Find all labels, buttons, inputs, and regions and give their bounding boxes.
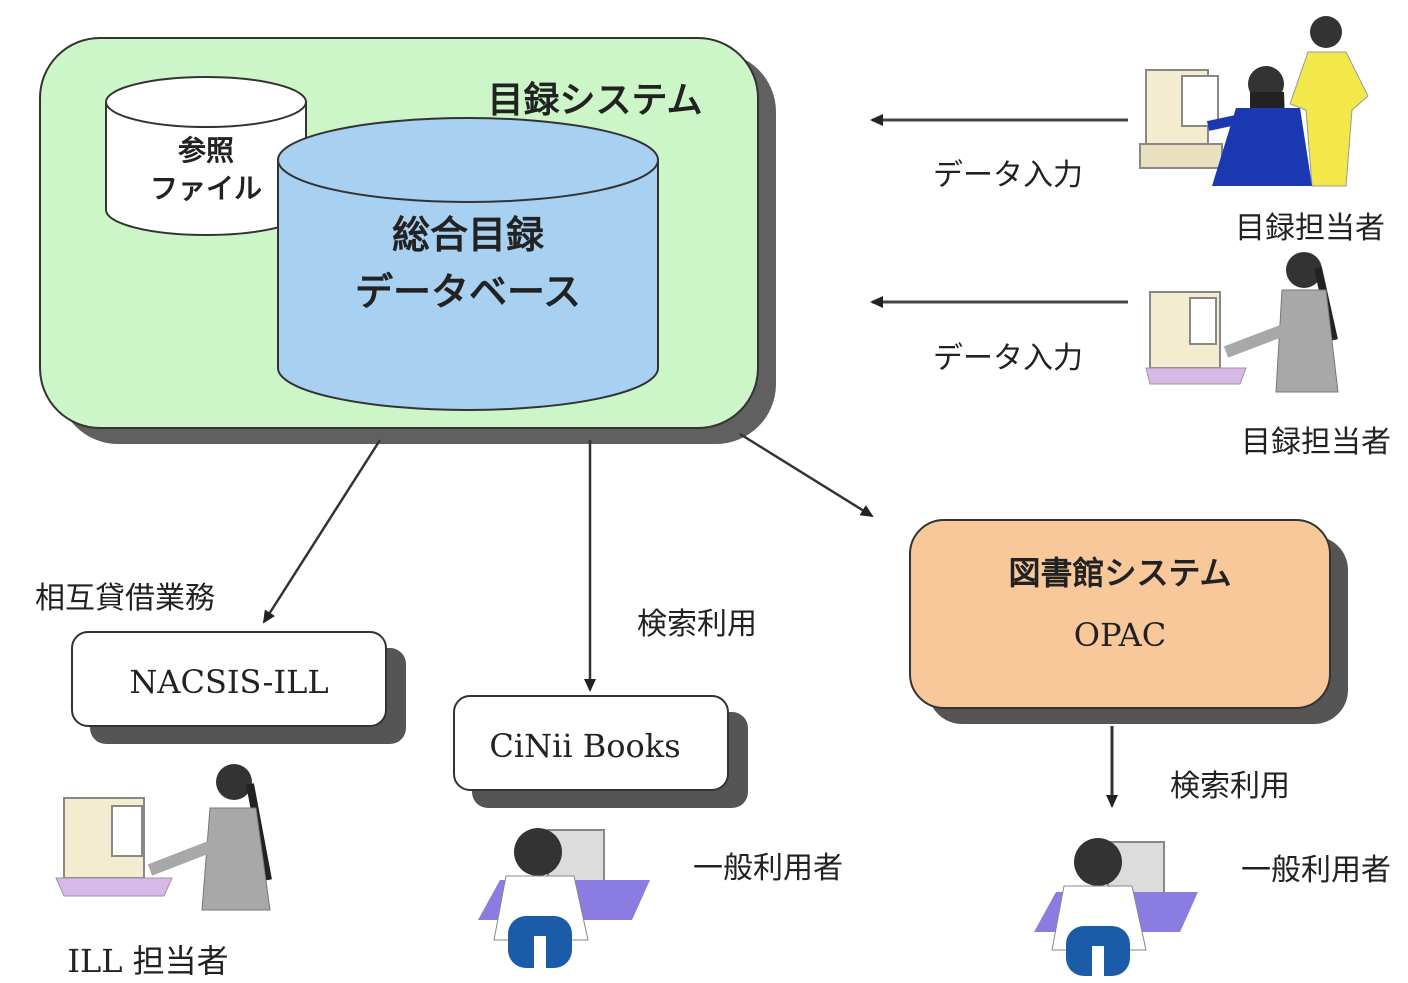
- reference-file-label-1: 参照: [178, 134, 234, 167]
- data-input-label-2: データ入力: [933, 341, 1083, 376]
- ill-service-label: 相互貸借業務: [35, 581, 215, 616]
- opac-flow-label: 検索利用: [1170, 769, 1290, 804]
- union-catalog-label-2: データベース: [355, 270, 581, 314]
- library-system-box: 図書館システム OPAC: [909, 519, 1348, 724]
- cataloger-illustration-2: 目録担当者: [1145, 252, 1391, 460]
- ill-staff-illustration: [55, 764, 272, 911]
- catalog-system-title: 目録システム: [488, 80, 703, 121]
- opac-label: OPAC: [1074, 616, 1166, 654]
- cataloger-label-2: 目録担当者: [1241, 425, 1391, 460]
- nacsis-ill-label: NACSIS-ILL: [129, 663, 328, 701]
- reference-file-label-2: ファイル: [150, 172, 262, 205]
- ill-staff-label: ILL 担当者: [67, 942, 228, 980]
- general-user-label-2: 一般利用者: [1241, 853, 1391, 888]
- cinii-books-label: CiNii Books: [489, 727, 680, 765]
- cinii-books-box: CiNii Books: [453, 695, 748, 808]
- data-input-label-1: データ入力: [933, 158, 1083, 193]
- arrow-to-nacsis-ill: [262, 439, 382, 624]
- general-user-label-1: 一般利用者: [693, 851, 843, 886]
- reference-file-cylinder: 参照 ファイル: [105, 76, 307, 236]
- nacsis-ill-box: NACSIS-ILL: [71, 631, 406, 744]
- library-system-title: 図書館システム: [1008, 554, 1231, 592]
- general-user-illustration-1: [478, 828, 650, 968]
- cataloger-illustration-1: 目録担当者: [1139, 16, 1385, 246]
- general-user-illustration-2: [1034, 838, 1198, 976]
- arrow-to-library-system: [739, 432, 874, 518]
- union-catalog-database-cylinder: 総合目録 データベース: [277, 117, 659, 411]
- cataloger-label-1: 目録担当者: [1235, 211, 1385, 246]
- union-catalog-label-1: 総合目録: [392, 213, 545, 257]
- data-input-arrow-1: データ入力: [870, 114, 1128, 193]
- cinii-flow-label: 検索利用: [637, 607, 757, 642]
- data-input-arrow-2: データ入力: [870, 296, 1128, 376]
